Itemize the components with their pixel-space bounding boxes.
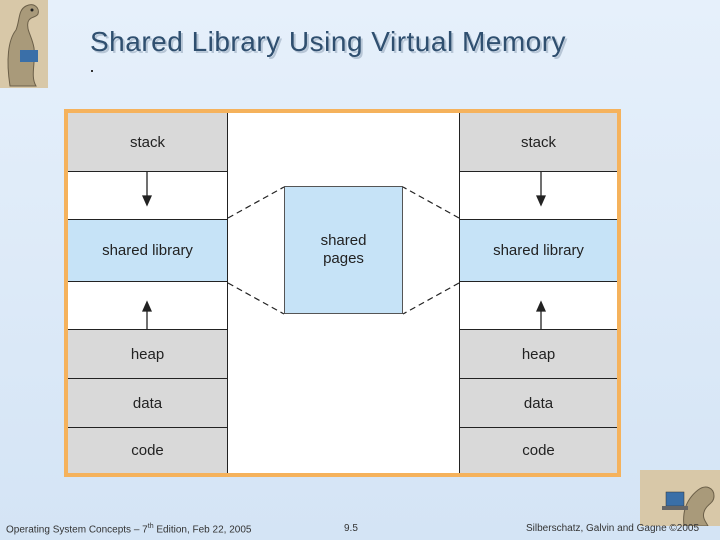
right-heap-label: heap [521,345,556,363]
left-data-label: data [132,394,163,412]
slide-title: Shared Library Using Virtual Memory [90,26,567,57]
right-stack-segment: stack [460,113,617,171]
dinosaur-logo-icon [0,0,48,88]
dinosaur-laptop-logo-icon [640,470,720,526]
footer-edition-date: Edition, Feb 22, 2005 [153,524,252,536]
left-heap-segment: heap [68,330,227,378]
left-data-segment: data [68,379,227,427]
title-dot [91,70,93,72]
left-shared-library-label: shared library [102,242,193,259]
shared-pages-label-line2: pages [323,250,364,267]
right-stack-label: stack [520,133,556,151]
footer-copyright: Silberschatz, Galvin and Gagne ©2005 [526,523,700,534]
footer-page-number: 9.5 [344,523,358,534]
shared-pages-box: shared pages [284,186,403,314]
left-shared-library-segment: shared library [68,220,227,281]
right-shared-library-label: shared library [493,242,584,259]
left-code-segment: code [68,428,227,473]
footer-left: Operating System Concepts – 7th Edition,… [6,523,251,535]
footer-book-title: Operating System Concepts – 7 [6,524,148,536]
left-stack-segment: stack [68,113,227,171]
left-code-label: code [131,442,164,459]
right-data-segment: data [460,379,617,427]
right-code-label: code [522,442,555,459]
shared-pages-label-line1: shared [320,232,367,249]
right-heap-segment: heap [460,330,617,378]
right-code-segment: code [460,428,617,473]
right-data-label: data [523,394,554,412]
left-heap-label: heap [130,345,165,363]
right-heap-growth-area [460,282,617,329]
footer-edition-sup: th [147,523,154,530]
left-stack-label: stack [129,133,165,151]
right-shared-library-segment: shared library [460,220,617,281]
